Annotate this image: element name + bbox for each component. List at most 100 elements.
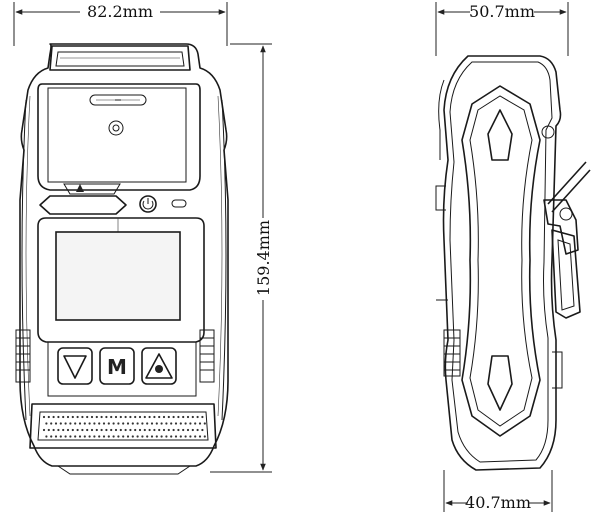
grille-hole	[81, 415, 84, 419]
grille-hole	[138, 428, 142, 432]
down-button[interactable]	[57, 347, 93, 385]
grille-hole	[129, 415, 132, 419]
mode-button-label: M	[107, 355, 127, 379]
grille-hole	[105, 415, 108, 419]
grille-hole	[194, 422, 197, 425]
front-width-label: 82.2mm	[87, 2, 153, 21]
grille-hole	[146, 422, 149, 425]
grille-hole	[143, 415, 146, 419]
grille-hole	[126, 435, 130, 438]
grille-hole	[42, 428, 46, 432]
grille-hole	[76, 428, 79, 432]
grille-hole	[59, 422, 62, 425]
grille-hole	[124, 428, 127, 432]
grille-hole	[203, 422, 206, 425]
warning-triangle-icon	[76, 184, 84, 192]
grille-hole	[196, 415, 199, 419]
grille-hole	[179, 422, 182, 425]
grille-hole	[95, 428, 98, 432]
grille-hole	[74, 435, 77, 438]
grille-hole	[119, 428, 122, 432]
side-bottom-width-label: 40.7mm	[465, 493, 531, 512]
side-top-dimension: 50.7mm	[435, 2, 569, 56]
grille-hole	[189, 422, 192, 425]
grille-hole	[52, 415, 55, 419]
grille-hole	[172, 415, 175, 419]
grille-hole	[88, 435, 91, 438]
grille-hole	[107, 435, 110, 438]
grille-hole	[114, 428, 118, 432]
sensor-port-icon	[108, 120, 124, 136]
right-grip	[199, 329, 215, 383]
alarm-led-bar	[39, 195, 127, 215]
grille-hole	[76, 415, 79, 419]
grille-hole	[146, 435, 149, 438]
grille-hole	[179, 435, 182, 438]
grille-hole	[150, 422, 154, 425]
grille-hole	[170, 422, 173, 425]
grille-hole	[102, 422, 106, 425]
triangle-down-icon	[63, 355, 87, 379]
grille-hole	[54, 422, 58, 425]
grille-hole	[162, 415, 166, 419]
grille-hole	[126, 422, 130, 425]
grille-hole	[162, 428, 166, 432]
grille-hole	[57, 428, 60, 432]
grille-hole	[129, 428, 132, 432]
grille-hole	[52, 428, 55, 432]
grille-hole	[191, 415, 194, 419]
status-led	[171, 199, 187, 208]
grille-hole	[141, 422, 144, 425]
grille-hole	[86, 415, 89, 419]
grille-hole	[117, 435, 120, 438]
grille-hole	[69, 422, 72, 425]
power-button[interactable]	[139, 195, 157, 213]
grille-hole	[66, 428, 70, 432]
grille-hole	[112, 435, 115, 438]
grille-hole	[83, 435, 86, 438]
grille-hole	[198, 435, 202, 438]
grille-hole	[81, 428, 84, 432]
grille-hole	[158, 428, 161, 432]
mode-button[interactable]: M	[99, 347, 135, 385]
grille-hole	[117, 422, 120, 425]
grille-hole	[90, 428, 94, 432]
grille-hole	[119, 415, 122, 419]
grille-hole	[150, 435, 154, 438]
grille-hole	[47, 415, 50, 419]
grille-hole	[45, 435, 48, 438]
grille-hole	[59, 435, 62, 438]
grille-hole	[148, 415, 151, 419]
grille-hole	[143, 428, 146, 432]
grille-hole	[155, 422, 158, 425]
grille-hole	[107, 422, 110, 425]
grille-hole	[184, 435, 187, 438]
grille-hole	[165, 422, 168, 425]
grille-hole	[131, 422, 134, 425]
grille-hole	[136, 422, 139, 425]
display-frame	[37, 217, 205, 343]
grille-hole	[98, 435, 101, 438]
grille-hole	[114, 415, 118, 419]
grille-hole	[69, 435, 72, 438]
grille-hole	[184, 422, 187, 425]
grille-hole	[93, 435, 96, 438]
left-grip	[15, 329, 31, 383]
grille-hole	[110, 428, 113, 432]
grille-hole	[201, 428, 204, 432]
grille-hole	[203, 435, 206, 438]
front-width-dimension: 82.2mm	[13, 2, 228, 46]
side-top-width-label: 50.7mm	[469, 2, 535, 21]
grille-hole	[172, 428, 175, 432]
confirm-button[interactable]	[141, 347, 177, 385]
front-height-dimension: 159.4mm	[210, 43, 273, 473]
grille-hole	[57, 415, 60, 419]
grille-hole	[158, 415, 161, 419]
side-bottom-dimension: 40.7mm	[443, 470, 553, 512]
side-view: 50.7mm 40.7mm	[435, 2, 591, 512]
grille-hole	[47, 428, 50, 432]
grille-hole	[155, 435, 158, 438]
grille-hole	[160, 435, 163, 438]
grille-hole	[131, 435, 134, 438]
